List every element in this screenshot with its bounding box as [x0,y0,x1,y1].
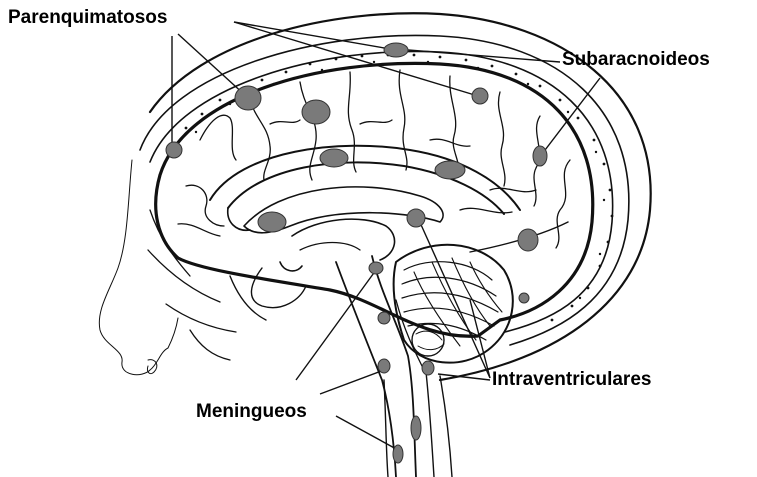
label-subaracnoideos: Subaracnoideos [562,50,710,69]
corpus-callosum [210,146,520,210]
label-intraventriculares: Intraventriculares [492,370,651,389]
skull-inner [150,51,613,332]
label-meningueos: Meningueos [196,402,307,421]
label-parenquimatosos: Parenquimatosos [8,8,167,27]
